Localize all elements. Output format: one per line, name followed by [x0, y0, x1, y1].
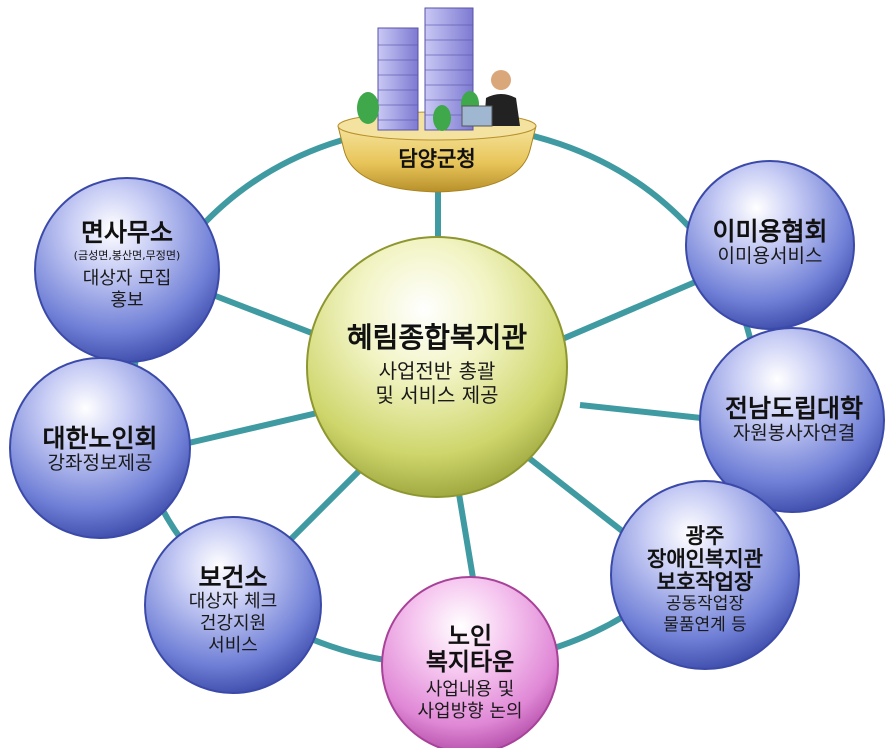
- sphere-gwangju: [610, 480, 800, 670]
- health-line-3: 서비스: [208, 634, 258, 656]
- health-line-1: 대상자 체크: [188, 591, 278, 613]
- myeonsa-sub: (금성면,봉산면,무정면): [73, 249, 181, 263]
- university-title: 전남도립대학: [724, 393, 863, 423]
- node-seniors: 대한노인회 강좌정보제공: [10, 415, 190, 485]
- person-body: [484, 94, 520, 126]
- welfaretown-line-1: 사업내용 및: [425, 679, 515, 701]
- building-left: [377, 27, 419, 131]
- sphere-seniors: [9, 357, 191, 539]
- myeonsa-line-1: 대상자 모집: [82, 268, 172, 290]
- tree-mid: [433, 105, 451, 131]
- sphere-beauty: [685, 160, 855, 330]
- myeonsa-line-2: 홍보: [110, 289, 144, 311]
- welfaretown-line-2: 사업방향 논의: [417, 700, 523, 722]
- node-beauty: 이미용협회 이미용서비스: [686, 208, 854, 278]
- spoke-gwangju: [523, 452, 642, 548]
- gwangju-line-2: 물품연계 등: [663, 614, 747, 635]
- sphere-welfaretown: [381, 576, 559, 748]
- gwangju-title-3: 보호작업장: [656, 570, 754, 595]
- welfaretown-title-2: 복지타운: [425, 647, 515, 676]
- sphere-center: [306, 236, 568, 498]
- node-health: 보건소 대상자 체크 건강지원 서비스: [145, 555, 321, 665]
- node-gwangju: 광주 장애인복지관 보호작업장 공동작업장 물품연계 등: [611, 505, 799, 655]
- laptop: [461, 105, 493, 127]
- city-hall-title: 담양군청: [398, 147, 476, 172]
- spoke-seniors: [179, 407, 331, 448]
- gwangju-title-1: 광주: [685, 523, 725, 548]
- center-line-1: 사업전반 총괄: [378, 359, 496, 384]
- university-line-1: 자원봉사자연결: [732, 422, 856, 445]
- sphere-university: [699, 327, 885, 513]
- myeonsa-title: 면사무소: [80, 217, 173, 247]
- node-city-hall: 담양군청: [357, 140, 517, 180]
- node-welfaretown: 노인 복지타운 사업내용 및 사업방향 논의: [382, 605, 558, 740]
- person-head: [491, 70, 511, 90]
- gwangju-title-2: 장애인복지관: [647, 547, 763, 572]
- spoke-beauty: [558, 277, 702, 343]
- tree-left: [357, 92, 379, 124]
- health-line-2: 건강지원: [199, 612, 267, 634]
- seniors-line-1: 강좌정보제공: [47, 452, 153, 475]
- beauty-line-1: 이미용서비스: [717, 245, 823, 268]
- center-title: 혜림종합복지관: [346, 320, 528, 354]
- seniors-title: 대한노인회: [42, 423, 158, 453]
- health-title: 보건소: [198, 562, 268, 592]
- gwangju-line-1: 공동작업장: [665, 594, 745, 615]
- spoke-myeonsa: [198, 287, 332, 343]
- center-line-2: 및 서비스 제공: [375, 383, 499, 408]
- node-myeonsa: 면사무소 (금성면,봉산면,무정면) 대상자 모집 홍보: [35, 200, 219, 330]
- node-center: 혜림종합복지관 사업전반 총괄 및 서비스 제공: [320, 300, 554, 430]
- building-right: [424, 7, 474, 131]
- sphere-health: [144, 516, 322, 694]
- node-university: 전남도립대학 자원봉사자연결: [700, 385, 888, 455]
- welfaretown-title-1: 노인: [447, 621, 493, 650]
- beauty-title: 이미용협회: [712, 216, 828, 246]
- spoke-university: [579, 402, 721, 423]
- city-hall-illustration: [337, 7, 537, 193]
